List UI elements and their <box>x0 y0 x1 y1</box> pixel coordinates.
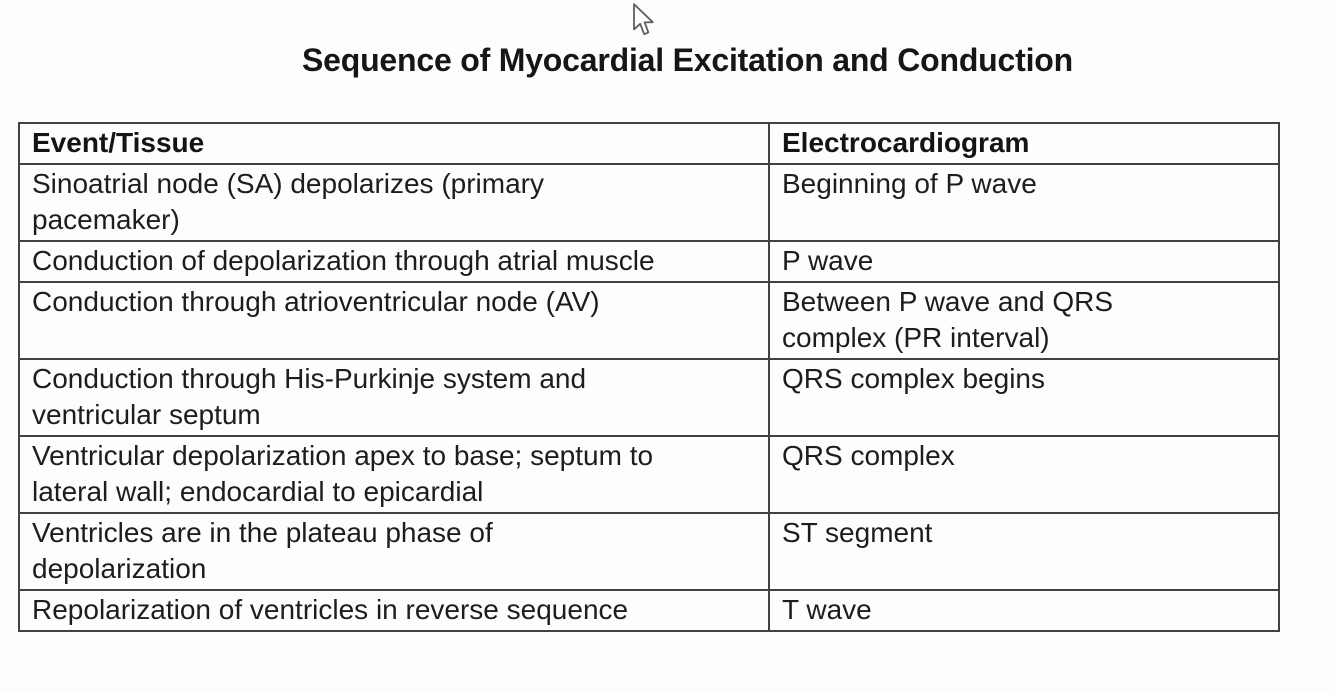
ecg-cell: ST segment <box>768 512 1280 591</box>
ecg-cell: T wave <box>768 589 1280 632</box>
conduction-table-container: Event/Tissue Electrocardiogram Sinoatria… <box>18 122 1280 632</box>
table-row: Sinoatrial node (SA) depolarizes (primar… <box>18 163 1280 242</box>
event-cell: Repolarization of ventricles in reverse … <box>18 589 770 632</box>
ecg-cell: Between P wave and QRS complex (PR inter… <box>768 281 1280 360</box>
arrow-cursor-icon <box>633 3 654 36</box>
event-cell: Conduction through atrioventricular node… <box>18 281 770 360</box>
table-header-row: Event/Tissue Electrocardiogram <box>18 122 1280 165</box>
ecg-cell: QRS complex begins <box>768 358 1280 437</box>
event-cell: Ventricles are in the plateau phase of d… <box>18 512 770 591</box>
conduction-table: Event/Tissue Electrocardiogram Sinoatria… <box>18 122 1280 632</box>
header-event-tissue: Event/Tissue <box>18 122 770 165</box>
table-row: Repolarization of ventricles in reverse … <box>18 589 1280 632</box>
event-cell: Conduction through His-Purkinje system a… <box>18 358 770 437</box>
page-title: Sequence of Myocardial Excitation and Co… <box>302 42 1073 78</box>
ecg-cell: QRS complex <box>768 435 1280 514</box>
table-row: Ventricles are in the plateau phase of d… <box>18 512 1280 591</box>
table-row: Conduction through atrioventricular node… <box>18 281 1280 360</box>
ecg-cell: P wave <box>768 240 1280 283</box>
event-cell: Conduction of depolarization through atr… <box>18 240 770 283</box>
table-row: Conduction of depolarization through atr… <box>18 240 1280 283</box>
event-cell: Ventricular depolarization apex to base;… <box>18 435 770 514</box>
table-row: Ventricular depolarization apex to base;… <box>18 435 1280 514</box>
header-electrocardiogram: Electrocardiogram <box>768 122 1280 165</box>
event-cell: Sinoatrial node (SA) depolarizes (primar… <box>18 163 770 242</box>
ecg-cell: Beginning of P wave <box>768 163 1280 242</box>
table-row: Conduction through His-Purkinje system a… <box>18 358 1280 437</box>
